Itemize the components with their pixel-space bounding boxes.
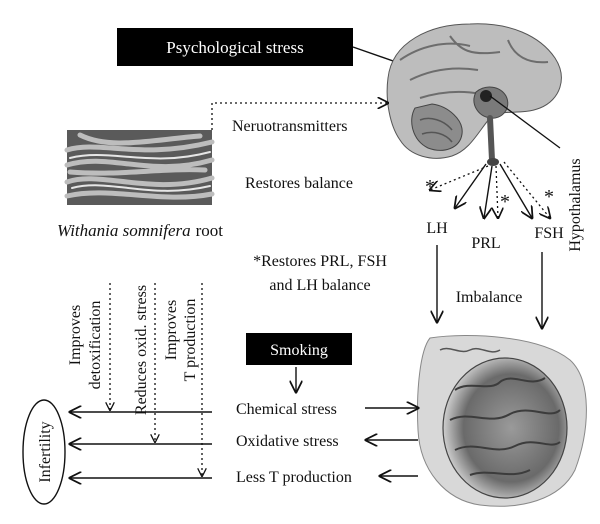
fsh-star: * bbox=[544, 186, 554, 208]
fsh-arrow bbox=[499, 163, 532, 218]
prl-dotted-arrow bbox=[496, 165, 498, 218]
infertility-node: Infertility bbox=[22, 399, 66, 505]
prl-label: PRL bbox=[471, 235, 500, 252]
imbalance-label: Imbalance bbox=[456, 289, 523, 306]
infertility-label: Infertility bbox=[37, 421, 54, 482]
restores-balance-label: Restores balance bbox=[245, 175, 353, 192]
smoking-label: Smoking bbox=[270, 342, 328, 359]
hypothalamus-label: Hypothalamus bbox=[567, 158, 584, 251]
chemical-stress-label: Chemical stress bbox=[236, 401, 337, 418]
fsh-label: FSH bbox=[534, 225, 564, 242]
prl-star: * bbox=[500, 191, 510, 213]
oxidative-stress-label: Oxidative stress bbox=[236, 433, 339, 450]
root-caption: Withania somnifera root bbox=[57, 221, 223, 240]
lh-dotted-arrow bbox=[430, 165, 489, 190]
lh-arrow bbox=[455, 163, 487, 208]
hypothalamus-pointer bbox=[489, 95, 561, 149]
smoking-box: Smoking bbox=[246, 333, 352, 365]
improves-detox-line2: detoxification bbox=[87, 301, 104, 390]
brain-illustration bbox=[386, 23, 562, 166]
prl-arrow bbox=[484, 165, 493, 218]
improves-detox-line1: Improves bbox=[67, 305, 84, 365]
testis-illustration bbox=[417, 335, 587, 507]
neurotransmitter-arrow bbox=[211, 103, 388, 130]
fsh-dotted-arrow bbox=[503, 161, 550, 218]
restores-prl-line2: and LH balance bbox=[269, 277, 370, 294]
lh-star: * bbox=[425, 176, 435, 198]
hormone-arrows bbox=[430, 161, 550, 218]
withania-root-image bbox=[64, 130, 215, 205]
less-t-label: Less T production bbox=[236, 469, 352, 486]
psych-stress-label: Psychological stress bbox=[166, 38, 303, 57]
neurotransmitters-label: Neruotransmitters bbox=[232, 118, 348, 135]
improves-t-line1: Improves bbox=[163, 300, 180, 360]
root-name: Withania somnifera bbox=[57, 221, 191, 240]
restores-prl-line1: *Restores PRL, FSH bbox=[253, 253, 387, 270]
lh-label: LH bbox=[426, 220, 448, 237]
root-suffix: root bbox=[196, 221, 224, 240]
reduces-oxid-label: Reduces oxid. stress bbox=[133, 285, 150, 415]
improves-t-line2: T production bbox=[182, 299, 199, 382]
psych-stress-box: Psychological stress bbox=[117, 28, 353, 66]
